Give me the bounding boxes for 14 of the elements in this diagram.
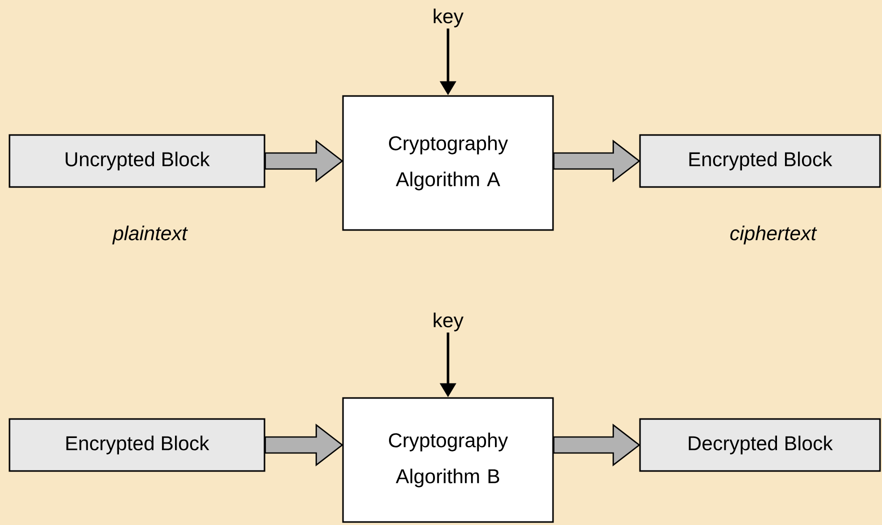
data-block: Encrypted Block [639, 134, 881, 188]
block-arrow [553, 424, 640, 466]
key-label: key [434, 312, 464, 332]
caption-text: plaintext [112, 226, 188, 244]
data-block: Uncrypted Block [8, 134, 266, 188]
data-block: Encrypted Block [8, 418, 266, 472]
block-arrow [264, 140, 344, 182]
key-label: key [434, 8, 464, 28]
block-arrow [553, 140, 640, 182]
data-block: Decrypted Block [639, 418, 881, 472]
block-arrow [264, 424, 344, 466]
algorithm-box: Cryptography Algorithm B [342, 397, 554, 523]
algorithm-box: Cryptography Algorithm A [342, 95, 554, 231]
caption-text: ciphertext [730, 226, 818, 244]
